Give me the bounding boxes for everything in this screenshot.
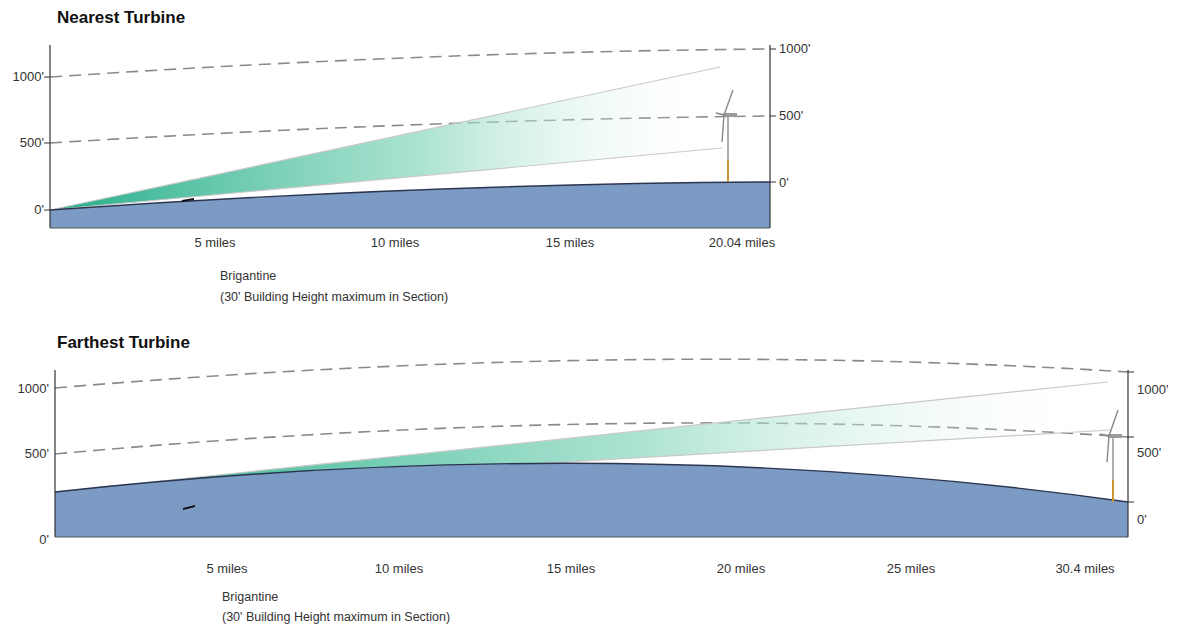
note-text: (30' Building Height maximum in Section)	[222, 610, 450, 624]
distance-label: 5 miles	[194, 236, 235, 251]
nearest-panel	[44, 45, 776, 228]
axis-label: 500'	[779, 109, 803, 124]
farthest-panel	[55, 359, 1134, 537]
panel-title: Farthest Turbine	[57, 333, 190, 353]
axis-label: 0'	[779, 176, 789, 191]
axis-label: 0'	[1137, 513, 1147, 528]
distance-label: 30.4 miles	[1055, 562, 1114, 577]
wind-turbine	[716, 90, 737, 182]
axis-label: 500'	[25, 447, 49, 462]
note-text: (30' Building Height maximum in Section)	[220, 290, 448, 304]
distance-label: 5 miles	[206, 562, 247, 577]
distance-label: 15 miles	[547, 562, 595, 577]
distance-label: 15 miles	[546, 236, 594, 251]
axis-label: 1000'	[779, 42, 810, 57]
panel-title: Nearest Turbine	[57, 8, 185, 28]
wind-turbine	[1100, 410, 1122, 502]
axis-label: 0'	[39, 533, 49, 548]
distance-label: 20.04 miles	[709, 236, 775, 251]
axis-label: 0'	[34, 203, 44, 218]
distance-label: 10 miles	[375, 562, 423, 577]
axis-label: 1000'	[18, 382, 49, 397]
distance-label: 20 miles	[717, 562, 765, 577]
distance-label: 10 miles	[371, 236, 419, 251]
distance-label: 25 miles	[887, 562, 935, 577]
axis-label: 1000'	[13, 70, 44, 85]
place-name: Brigantine	[220, 269, 276, 283]
place-name: Brigantine	[222, 590, 278, 604]
axis-label: 1000'	[1137, 383, 1168, 398]
axis-label: 500'	[20, 136, 44, 151]
axis-label: 500'	[1137, 446, 1161, 461]
